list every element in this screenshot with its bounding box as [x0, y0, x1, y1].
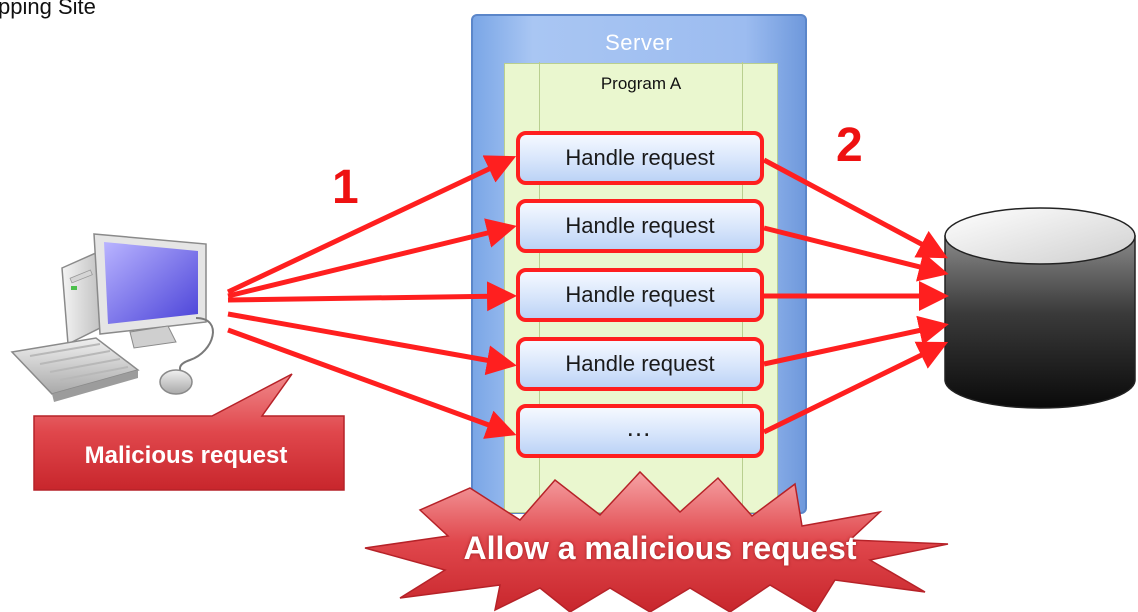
- handle-request-box: Handle request: [516, 337, 764, 391]
- request-arrow: [227, 281, 517, 312]
- allow-malicious-request-label: Allow a malicious request: [463, 529, 857, 566]
- request-arrow: [227, 218, 517, 299]
- handle-request-box: Handle request: [516, 131, 764, 185]
- handle-request-box: Handle request: [516, 268, 764, 322]
- step-2-label: 2: [836, 119, 863, 172]
- request-arrow: [227, 327, 517, 439]
- db-arrow: [762, 341, 949, 435]
- handle-request-ellipsis-box: …: [516, 404, 764, 458]
- server-label: Server: [605, 30, 673, 55]
- program-a-label: Program A: [600, 74, 682, 93]
- desktop-computer-icon: [10, 233, 214, 402]
- handle-request-box: Handle request: [516, 199, 764, 253]
- slide-title: pping Site: [0, 0, 96, 19]
- request-arrow: [226, 155, 517, 295]
- db-arrow: [763, 225, 949, 282]
- db-arrow: [762, 157, 948, 259]
- db-arrow: [763, 315, 949, 367]
- malicious-request-label: Malicious request: [84, 442, 288, 469]
- request-arrow: [227, 311, 517, 376]
- step-1-label: 1: [332, 161, 359, 214]
